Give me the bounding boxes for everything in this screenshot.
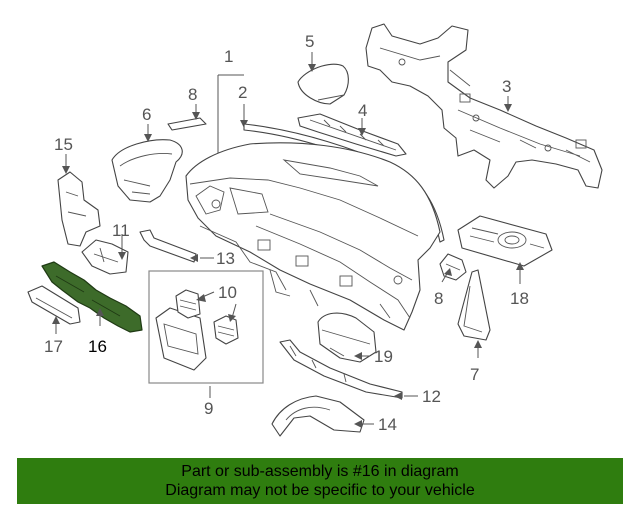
part-1-crash-pad	[185, 142, 441, 331]
callout-18: 18	[510, 289, 529, 308]
callout-19: 19	[374, 347, 393, 366]
callout-16: 16	[88, 337, 107, 356]
callout-17: 17	[44, 337, 63, 356]
part-18-plate	[457, 215, 553, 284]
part-5-cover	[297, 52, 349, 105]
part-8-panel-lower	[439, 253, 467, 283]
callout-labels: 1 2 3 4 5 6 7 8 8 9 10 11 12 13 14 15 16…	[44, 32, 529, 434]
part-9-center-fascia-box	[148, 270, 264, 398]
part-7-triangle-cover	[457, 269, 491, 358]
part-3-crossbar	[365, 23, 603, 189]
banner-line-1: Part or sub-assembly is #16 in diagram	[181, 463, 459, 480]
info-banner: Part or sub-assembly is #16 in diagram D…	[17, 458, 623, 504]
part-15-side-panel	[57, 154, 101, 247]
callout-4: 4	[358, 101, 367, 120]
callout-14: 14	[378, 415, 397, 434]
part-16-lower-panel-highlighted	[41, 261, 143, 333]
part-11-panel	[81, 234, 129, 275]
callout-15: 15	[54, 135, 73, 154]
callout-8-upper: 8	[188, 85, 197, 104]
part-12-trim	[279, 339, 418, 400]
callout-5: 5	[305, 32, 314, 51]
callout-9: 9	[204, 399, 213, 418]
callout-8-lower: 8	[434, 289, 443, 308]
part-17-lower-cover	[27, 285, 81, 334]
part-13-bracket	[139, 229, 214, 263]
callout-11: 11	[112, 221, 130, 240]
callout-12: 12	[422, 387, 441, 406]
part-8-bracket-upper	[167, 104, 207, 131]
callout-13: 13	[216, 249, 235, 268]
banner-line-2: Diagram may not be specific to your vehi…	[165, 482, 475, 499]
callout-6: 6	[142, 105, 151, 124]
callout-10: 10	[218, 283, 237, 302]
part-14-garnish	[271, 395, 374, 437]
callout-7: 7	[470, 365, 479, 384]
callout-3: 3	[502, 77, 511, 96]
callout-2: 2	[238, 83, 247, 102]
part-6-hood	[111, 124, 183, 203]
callout-1: 1	[224, 47, 233, 66]
part-19-airbag	[317, 312, 377, 363]
part-4-duct	[297, 113, 407, 157]
